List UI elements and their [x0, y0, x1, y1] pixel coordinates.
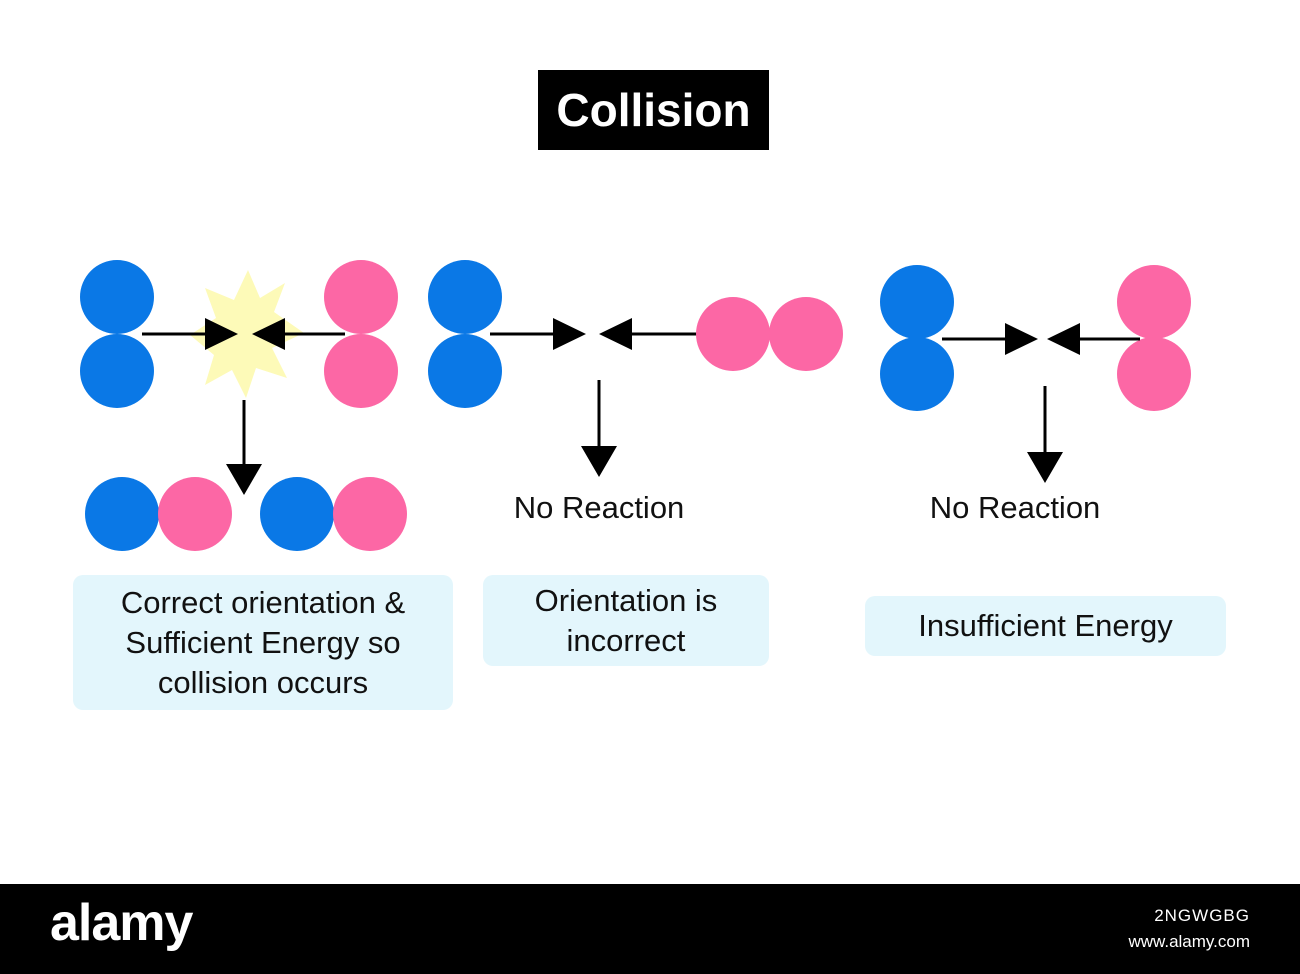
caption-line: Correct orientation &	[120, 584, 406, 620]
image-id: 2NGWGBG	[1154, 906, 1250, 925]
arrowhead-left	[252, 318, 285, 350]
caption-line: collision occurs	[157, 664, 369, 700]
caption-line: Orientation is	[534, 582, 718, 618]
blue-atom	[880, 337, 954, 411]
pink-atom	[158, 477, 232, 551]
collision-burst	[190, 270, 304, 398]
caption-line: Sufficient Energy so	[125, 624, 401, 660]
blue-atom	[80, 260, 154, 334]
pink-atom	[324, 334, 398, 408]
scenario-2-reactants	[428, 260, 843, 408]
scenario-1-products	[85, 477, 407, 551]
pink-atom	[696, 297, 770, 371]
scenario-3-reactants	[880, 265, 1191, 411]
arrowhead-right	[553, 318, 586, 350]
blue-atom	[85, 477, 159, 551]
pink-atom	[324, 260, 398, 334]
diagram-title: Collision	[538, 70, 769, 150]
pink-atom	[1117, 265, 1191, 339]
result-label-2: No Reaction	[513, 490, 685, 525]
site-url: www.alamy.com	[1128, 932, 1250, 951]
down-arrowhead	[1027, 452, 1063, 483]
pink-atom	[769, 297, 843, 371]
arrowhead-left	[1047, 323, 1080, 355]
down-arrowhead	[226, 464, 262, 495]
caption-box-2: Orientation is incorrect	[483, 575, 769, 666]
pink-atom	[1117, 337, 1191, 411]
arrowhead-left	[599, 318, 632, 350]
result-label-3: No Reaction	[929, 490, 1101, 525]
caption-line: incorrect	[566, 622, 686, 658]
blue-atom	[260, 477, 334, 551]
alamy-logo: alamy	[50, 894, 193, 952]
blue-atom	[880, 265, 954, 339]
caption-box-3: Insufficient Energy	[865, 596, 1226, 656]
scenario-1-reactants	[80, 260, 398, 408]
collision-diagram	[80, 260, 1191, 551]
caption-line: Insufficient Energy	[918, 608, 1173, 643]
pink-atom	[333, 477, 407, 551]
blue-atom	[80, 334, 154, 408]
arrowhead-right	[205, 318, 238, 350]
footer-bar	[0, 884, 1300, 974]
arrowhead-right	[1005, 323, 1038, 355]
down-arrowhead	[581, 446, 617, 477]
blue-atom	[428, 260, 502, 334]
blue-atom	[428, 334, 502, 408]
caption-box-1: Correct orientation & Sufficient Energy …	[73, 575, 453, 710]
